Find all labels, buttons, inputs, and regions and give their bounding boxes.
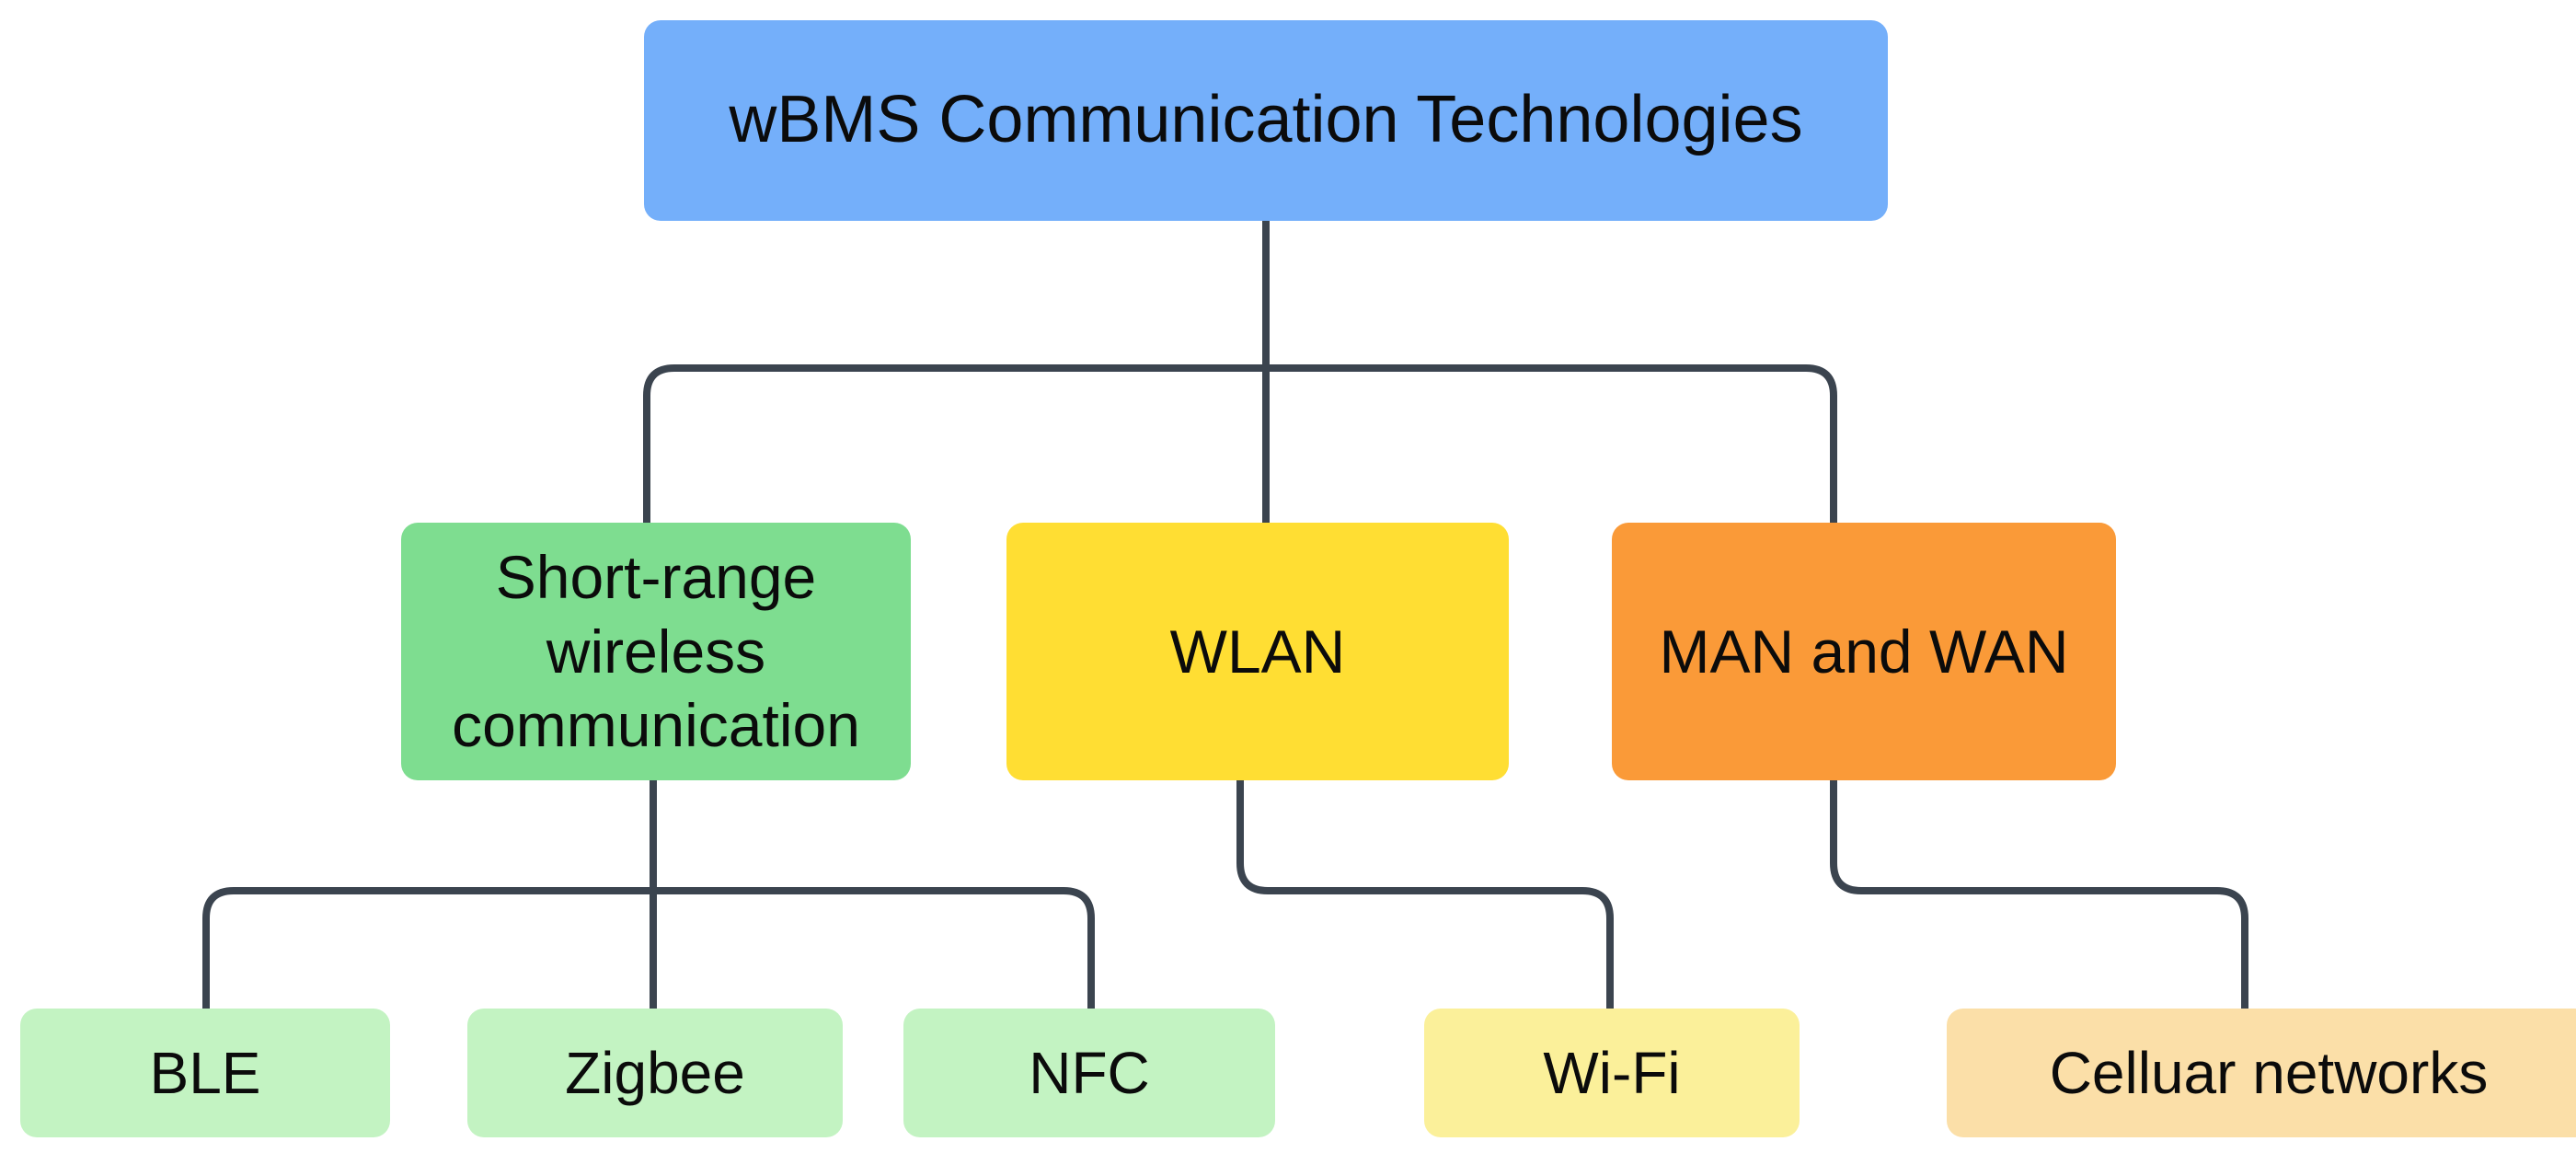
edge-short-range-to-nfc	[653, 887, 1095, 1012]
node-wlan-label: WLAN	[1169, 617, 1346, 686]
edge-short-range-to-ble	[202, 887, 653, 1012]
node-ble-label: BLE	[149, 1039, 261, 1106]
node-ble[interactable]: BLE	[20, 1009, 390, 1137]
node-nfc-label: NFC	[1029, 1039, 1150, 1106]
node-nfc[interactable]: NFC	[903, 1009, 1275, 1137]
edge-man-wan-to-cellular	[1830, 780, 2248, 1012]
node-celluar-networks[interactable]: Celluar networks	[1947, 1009, 2576, 1137]
node-wifi-label: Wi-Fi	[1543, 1039, 1681, 1106]
node-wifi[interactable]: Wi-Fi	[1424, 1009, 1800, 1137]
node-root-label: wBMS Communication Technologies	[729, 83, 1803, 157]
node-wlan[interactable]: WLAN	[1006, 523, 1509, 780]
edge-root-to-man-wan	[1266, 364, 1837, 526]
node-celluar-networks-label: Celluar networks	[2049, 1039, 2489, 1106]
edge-wlan-to-wifi	[1236, 780, 1614, 1012]
node-zigbee-label: Zigbee	[565, 1039, 745, 1106]
node-short-range-wireless-communication[interactable]: Short-range wireless communication	[401, 523, 911, 780]
node-man-and-wan[interactable]: MAN and WAN	[1612, 523, 2116, 780]
node-man-and-wan-label: MAN and WAN	[1659, 617, 2069, 686]
node-short-range-label: Short-range wireless communication	[452, 543, 860, 760]
node-root[interactable]: wBMS Communication Technologies	[644, 20, 1888, 221]
edge-root-to-short-range	[643, 364, 1266, 526]
node-zigbee[interactable]: Zigbee	[467, 1009, 843, 1137]
